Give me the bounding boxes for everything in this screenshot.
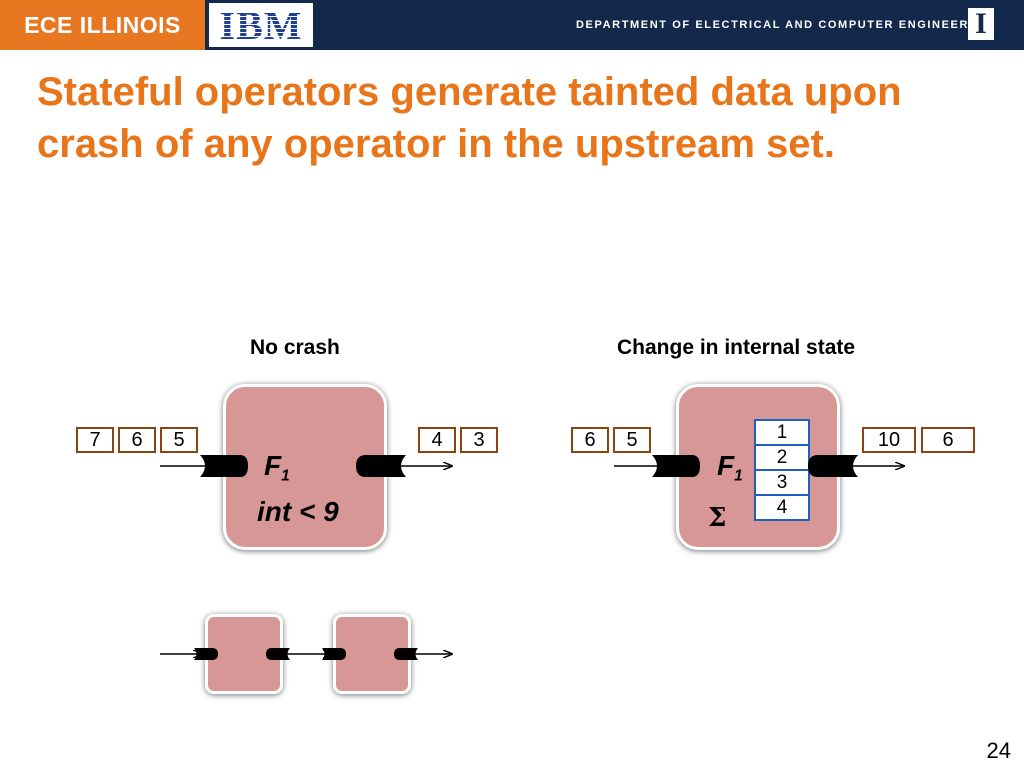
department-name: DEPARTMENT OF ELECTRICAL AND COMPUTER EN… bbox=[576, 19, 994, 31]
left-input-tuple: 7 bbox=[76, 427, 114, 453]
left-diagram-label: No crash bbox=[250, 336, 340, 359]
right-input-port bbox=[652, 455, 700, 477]
illinois-block-i-logo: I bbox=[968, 8, 994, 40]
pipeline-port bbox=[394, 648, 418, 660]
header-banner: ECE ILLINOIS IBM DEPARTMENT OF ELECTRICA… bbox=[0, 0, 1024, 50]
right-input-tuple: 5 bbox=[613, 427, 651, 453]
left-input-tuple: 5 bbox=[160, 427, 198, 453]
right-operator-subscript: 1 bbox=[734, 467, 743, 485]
pipeline-port bbox=[194, 648, 218, 660]
pipeline-port bbox=[266, 648, 290, 660]
left-output-tuple: 3 bbox=[460, 427, 498, 453]
left-operator-letter: F bbox=[264, 450, 282, 481]
ece-illinois-logo: ECE ILLINOIS bbox=[0, 0, 205, 50]
left-operator-name: F1 bbox=[264, 450, 290, 485]
left-input-tuple: 6 bbox=[118, 427, 156, 453]
left-operator-subscript: 1 bbox=[281, 467, 290, 485]
illinois-block-i-letter: I bbox=[975, 7, 987, 40]
left-input-port bbox=[200, 455, 248, 477]
state-cell: 2 bbox=[754, 444, 810, 471]
pipeline-port bbox=[322, 648, 346, 660]
right-operator-letter: F bbox=[717, 450, 735, 481]
state-cell: 1 bbox=[754, 419, 810, 446]
state-cell: 4 bbox=[754, 494, 810, 521]
state-cell: 3 bbox=[754, 469, 810, 496]
ibm-logo-stripes bbox=[213, 9, 309, 41]
sum-symbol: Σ bbox=[708, 503, 727, 533]
left-output-port bbox=[356, 455, 406, 477]
page-number: 24 bbox=[986, 738, 1011, 763]
right-output-tuple: 10 bbox=[862, 427, 916, 453]
right-operator-name: F1 bbox=[717, 450, 743, 485]
right-diagram-label: Change in internal state bbox=[617, 336, 856, 359]
right-input-tuple: 6 bbox=[571, 427, 609, 453]
left-output-tuple: 4 bbox=[418, 427, 456, 453]
slide-title: Stateful operators generate tainted data… bbox=[37, 70, 902, 166]
right-output-port bbox=[808, 455, 858, 477]
left-operator-predicate: int < 9 bbox=[257, 496, 339, 527]
right-output-tuple: 6 bbox=[921, 427, 975, 453]
ibm-logo: IBM bbox=[209, 3, 313, 48]
